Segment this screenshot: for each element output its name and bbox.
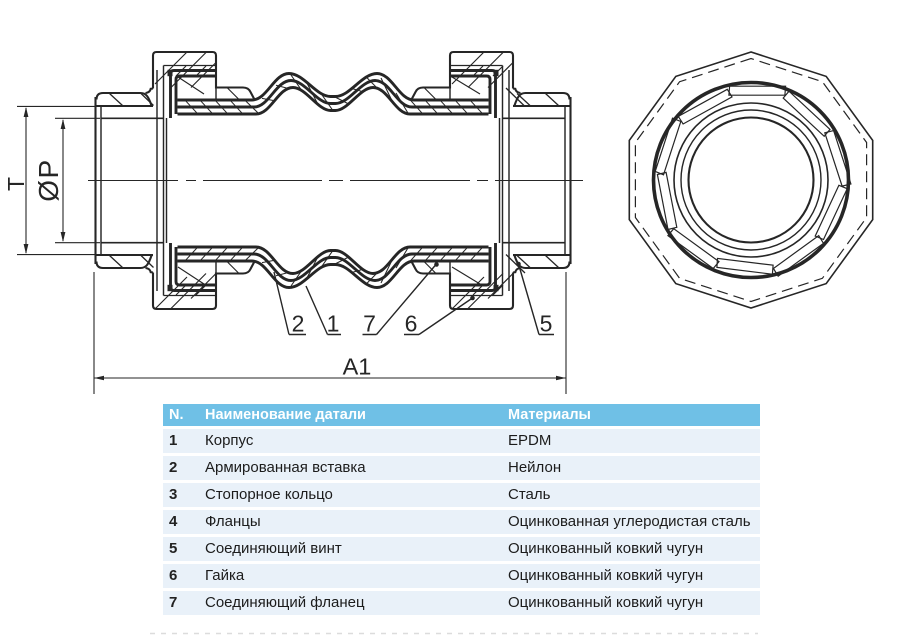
svg-text:T: T bbox=[3, 177, 29, 191]
svg-text:A1: A1 bbox=[343, 354, 372, 380]
svg-text:1: 1 bbox=[327, 311, 340, 337]
svg-text:6: 6 bbox=[405, 311, 418, 337]
svg-text:ØP: ØP bbox=[33, 158, 64, 201]
svg-text:7: 7 bbox=[363, 311, 376, 337]
svg-text:2: 2 bbox=[292, 311, 305, 337]
svg-text:5: 5 bbox=[540, 311, 553, 337]
